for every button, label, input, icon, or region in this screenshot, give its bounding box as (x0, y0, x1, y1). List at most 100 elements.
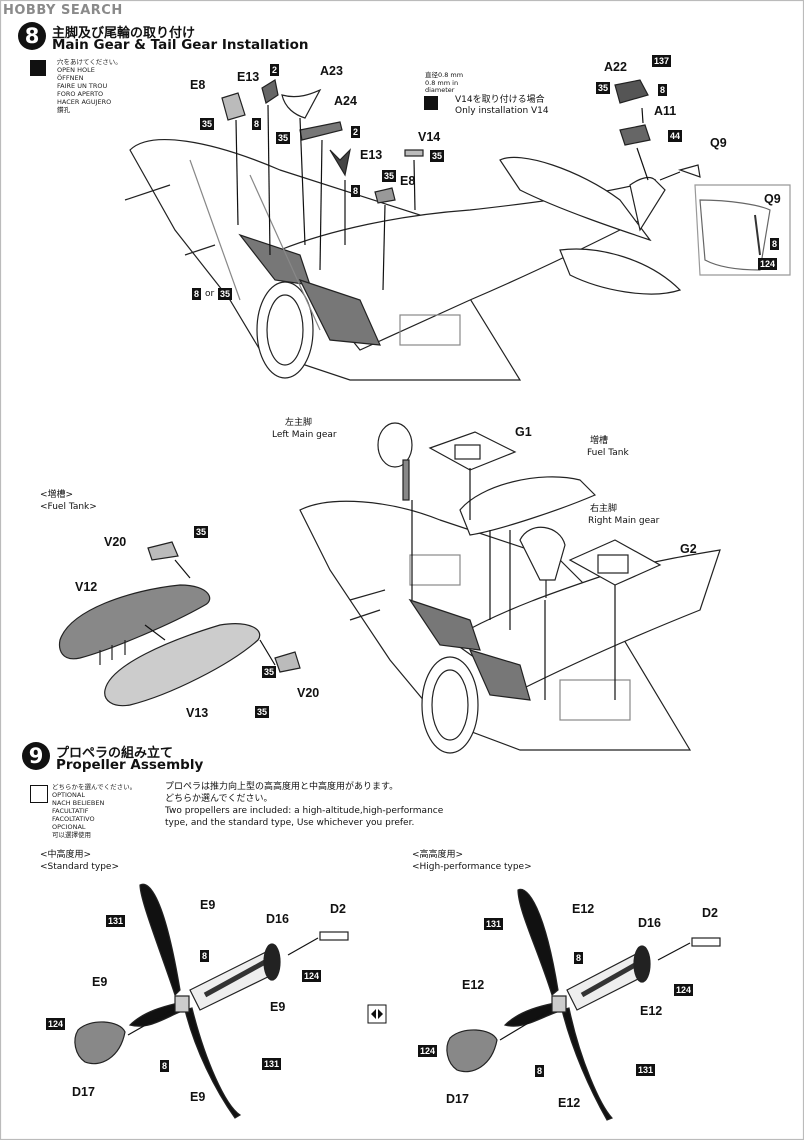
upper-fin (629, 176, 666, 232)
part-v20-top (147, 541, 179, 561)
num-124: 124 (302, 970, 322, 982)
label-e12: E12 (558, 1096, 581, 1110)
label-d16: D16 (266, 912, 289, 926)
part-left-gear-wheel (377, 422, 413, 468)
prop-std-blade-bottom (184, 1007, 242, 1119)
or-choice-icon (367, 1004, 387, 1024)
part-q9 (677, 164, 701, 178)
label-q9: Q9 (710, 136, 727, 150)
watermark: HOBBY SEARCH (3, 3, 123, 18)
prop-std-hub (174, 995, 190, 1013)
step-9-note-jp-2: どちらか選んでください。 (165, 794, 273, 804)
prop-high-d2 (691, 937, 721, 947)
prop-high-blade-bottom (561, 1007, 614, 1121)
fuel-tank-section-en: <Fuel Tank> (40, 502, 97, 512)
label-v20: V20 (297, 686, 320, 700)
part-e8-top (221, 92, 246, 121)
step-9-title-jp: プロペラの組み立て (56, 746, 174, 761)
standard-type-en: <Standard type> (40, 862, 119, 872)
step-8-title-en: Main Gear & Tail Gear Installation (52, 37, 309, 53)
high-type-en: <High-performance type> (412, 862, 532, 872)
right-main-gear-en: Right Main gear (588, 516, 660, 526)
prop-high-d16 (633, 945, 651, 983)
fuel-tank-en: Fuel Tank (587, 448, 629, 458)
label-e8: E8 (400, 174, 416, 188)
label-e9: E9 (200, 898, 216, 912)
num-8: 8 (351, 185, 361, 197)
right-main-gear-jp: 右主脚 (590, 504, 618, 514)
num-2: 2 (270, 64, 280, 76)
num-2: 2 (351, 126, 361, 138)
num-8: 8 (574, 952, 584, 964)
step-8-number: 8 (18, 22, 46, 50)
label-e12: E12 (462, 978, 485, 992)
step-9-note-jp-1: プロペラは推力向上型の高高度用と中高度用があります。 (165, 782, 399, 792)
part-a22 (614, 79, 649, 104)
prop-std-d16 (263, 943, 281, 981)
label-e9: E9 (92, 975, 108, 989)
label-d16: D16 (638, 916, 661, 930)
num-124: 124 (758, 258, 778, 270)
num-35: 35 (430, 150, 445, 162)
upper-h-stab (499, 156, 652, 242)
tailwheel-inset (694, 184, 791, 276)
num-8: 8 (252, 118, 262, 130)
label-d17: D17 (72, 1085, 95, 1099)
step-9-note-en-2: type, and the standard type, Use whichev… (165, 818, 415, 828)
num-35: 35 (218, 288, 233, 300)
prop-std-d2 (319, 931, 349, 941)
num-35: 35 (200, 118, 215, 130)
num-124: 124 (418, 1045, 438, 1057)
num-35: 35 (382, 170, 397, 182)
num-8: 8 (770, 238, 780, 250)
part-a23 (281, 88, 322, 119)
part-right-gear (519, 526, 566, 581)
label-v12: V12 (75, 580, 98, 594)
part-v12 (58, 584, 211, 660)
part-e13-top (261, 79, 279, 104)
drill-hole-icon (30, 60, 46, 76)
prop-std-blade-left (128, 1002, 181, 1027)
part-g2 (568, 539, 662, 586)
left-main-gear-jp: 左主脚 (285, 418, 313, 428)
label-v20: V20 (104, 535, 127, 549)
part-v14 (404, 149, 424, 157)
label-e9: E9 (190, 1090, 206, 1104)
label-v14: V14 (418, 130, 441, 144)
num-131: 131 (106, 915, 126, 927)
standard-type-jp: <中高度用> (40, 850, 92, 860)
label-e8: E8 (190, 78, 206, 92)
num-8: 8 (192, 288, 202, 300)
fuel-tank-section-jp: <増槽> (40, 490, 74, 500)
prop-high-d17 (446, 1029, 498, 1073)
label-d2: D2 (702, 906, 718, 920)
part-v20-bottom (274, 651, 301, 673)
label-e13: E13 (237, 70, 260, 84)
label-e13: E13 (360, 148, 383, 162)
label-e12: E12 (640, 1004, 663, 1018)
num-124: 124 (46, 1018, 66, 1030)
num-44: 44 (668, 130, 683, 142)
num-35: 35 (262, 666, 277, 678)
v14-note-en: Only installation V14 (455, 106, 549, 116)
num-131: 131 (262, 1058, 282, 1070)
fuel-tank-jp: 増槽 (590, 436, 609, 446)
prop-std-blade-top (139, 883, 181, 997)
step-9-title-en: Propeller Assembly (56, 757, 204, 773)
lower-fuselage (448, 549, 721, 691)
num-8: 8 (200, 950, 210, 962)
label-a24: A24 (334, 94, 357, 108)
num-8: 8 (658, 84, 668, 96)
label-e12: E12 (572, 902, 595, 916)
num-131: 131 (636, 1064, 656, 1076)
part-a11 (619, 124, 651, 146)
num-35: 35 (276, 132, 291, 144)
label-g2: G2 (680, 542, 697, 556)
high-type-jp: <高高度用> (412, 850, 464, 860)
prop-high-hub (551, 995, 567, 1013)
num-35: 35 (194, 526, 209, 538)
num-8: 8 (160, 1060, 170, 1072)
part-e13-mid (329, 148, 351, 177)
num-35: 35 (596, 82, 611, 94)
num-131: 131 (484, 918, 504, 930)
